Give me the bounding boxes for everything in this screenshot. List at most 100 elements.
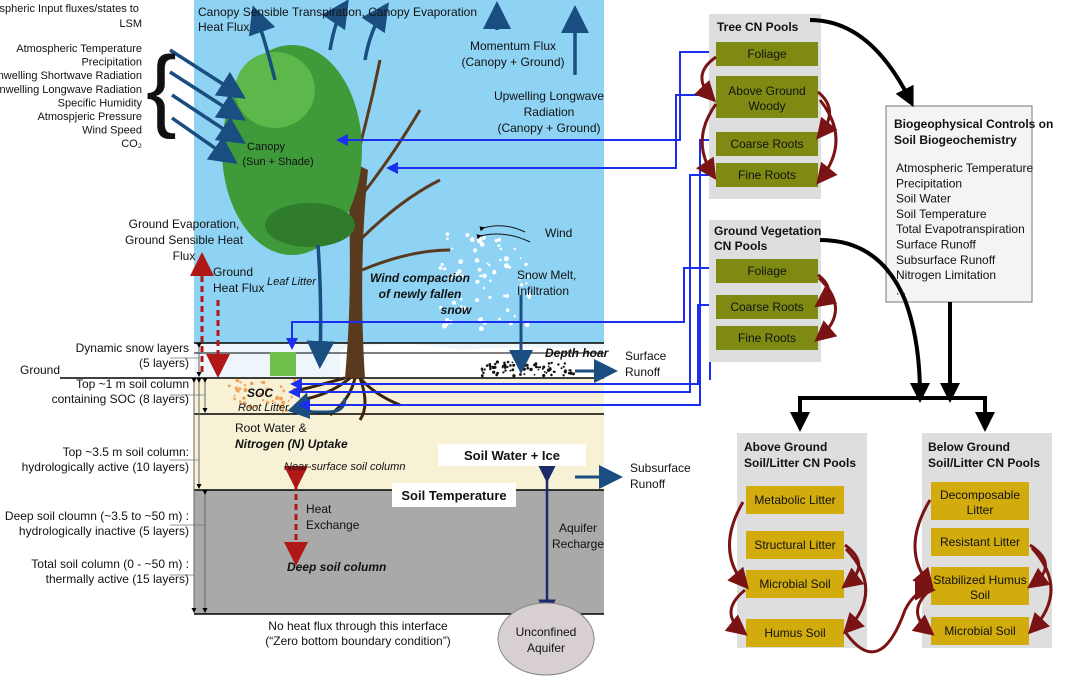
tree-pool-box bbox=[716, 42, 818, 66]
layer-label-1-a: Top ~1 m soil column bbox=[76, 377, 189, 391]
bottom-note-2: (“Zero bottom boundary condition”) bbox=[265, 634, 450, 648]
layer-label-4-b: thermally active (15 layers) bbox=[46, 572, 189, 586]
input-title-1: Atmospheric Input fluxes/states to bbox=[0, 3, 139, 15]
soil-pool-cycle-arrows bbox=[724, 499, 1053, 654]
unconfined-aquifer-1: Unconfined bbox=[516, 625, 577, 639]
soil-temperature-box bbox=[392, 483, 516, 507]
control-item: Soil Water bbox=[896, 192, 951, 206]
ground-pool-label: Coarse Roots bbox=[730, 300, 803, 314]
deep-soil-layer bbox=[194, 490, 604, 614]
above-pool-box bbox=[746, 619, 844, 647]
ground-evap-3: Flux bbox=[173, 249, 196, 263]
surface-runoff-2: Runoff bbox=[625, 365, 661, 379]
below-pool-label: Stabilized Humus bbox=[933, 573, 1026, 587]
ground-label: Ground bbox=[20, 363, 60, 377]
layer-label-1-b: containing SOC (8 layers) bbox=[52, 392, 189, 406]
below-pool-label: Microbial Soil bbox=[944, 624, 1015, 638]
leader-lines bbox=[170, 357, 205, 576]
below-pool-box bbox=[931, 528, 1029, 556]
below-pool-label: Soil bbox=[970, 588, 990, 602]
tree-pool-box bbox=[716, 163, 818, 187]
svg-text:Ground Evaporation,Ground Sens: Ground Evaporation, Ground Sensible HeatF… bbox=[125, 217, 244, 263]
soc-label: SOC bbox=[247, 386, 273, 400]
longwave-2: Radiation bbox=[524, 105, 575, 119]
input-item: Downwelling Shortwave Radiation bbox=[0, 70, 142, 82]
control-item: Soil Temperature bbox=[896, 207, 987, 221]
ground-pool-cycle-arrows bbox=[814, 273, 838, 342]
leaf-litter-arrow bbox=[306, 244, 335, 369]
above-pool-label: Metabolic Litter bbox=[754, 493, 835, 507]
above-pool-label: Humus Soil bbox=[764, 626, 825, 640]
unconfined-aquifer bbox=[497, 602, 595, 676]
pool-connectors bbox=[286, 51, 714, 411]
momentum-1: Momentum Flux bbox=[470, 39, 556, 53]
input-item: Atmospheric Temperature bbox=[16, 43, 142, 55]
above-pool-label: Structural Litter bbox=[754, 538, 835, 552]
layer-label-0-a: Dynamic snow layers bbox=[76, 341, 189, 355]
tree-pool-label: Fine Roots bbox=[738, 168, 796, 182]
bottom-note-1: No heat flux through this interface bbox=[268, 619, 448, 633]
canopy-shade bbox=[265, 203, 355, 247]
near-surface-label: Near-surface soil column bbox=[284, 461, 405, 473]
below-pool-box bbox=[931, 567, 1029, 605]
svg-text:Root Water &Nitrogen (N) Uptak: Root Water & Nitrogen (N) Uptake bbox=[235, 421, 348, 451]
soil-water-ice-label: Soil Water + Ice bbox=[464, 448, 560, 463]
below-pool-box bbox=[931, 482, 1029, 520]
layer-label-0-b: (5 layers) bbox=[139, 356, 189, 370]
below-pool-box bbox=[931, 617, 1029, 645]
svg-text:Snow Melt,Infiltration: Snow Melt,Infiltration bbox=[517, 268, 576, 298]
heat-exchange-2: Exchange bbox=[306, 518, 360, 532]
atmospheric-input-arrows bbox=[169, 48, 246, 165]
soc-dots bbox=[227, 378, 299, 413]
root-litter-label: Root Litter bbox=[238, 402, 290, 414]
above-pool-box bbox=[746, 531, 844, 559]
ground-evap-1: Ground Evaporation, bbox=[129, 217, 240, 231]
distribution-bracket bbox=[790, 396, 995, 432]
wind-compaction-1: Wind compaction bbox=[370, 271, 470, 285]
snow-melt-1: Snow Melt, bbox=[517, 268, 576, 282]
ground-pool-box bbox=[716, 295, 818, 319]
longwave-1: Upwelling Longwave bbox=[494, 89, 604, 103]
svg-text:Canopy(Sun + Shade): Canopy(Sun + Shade) bbox=[242, 141, 313, 168]
ground-heat-1: Ground bbox=[213, 265, 253, 279]
canopy-sensible-2: Heat Flux bbox=[198, 20, 249, 34]
ground-evap-2: Ground Sensible Heat bbox=[125, 233, 244, 247]
controls-title-1: Biogeophysical Controls on bbox=[894, 117, 1053, 131]
control-item: Nitrogen Limitation bbox=[896, 268, 996, 282]
canopy-highlight bbox=[235, 52, 315, 128]
root-water-2: Nitrogen (N) Uptake bbox=[235, 437, 348, 451]
below-pool-label: Resistant Litter bbox=[940, 535, 1020, 549]
above-pool-label: Microbial Soil bbox=[759, 577, 830, 591]
aquifer-recharge-1: Aquifer bbox=[559, 521, 597, 535]
wind-lines bbox=[476, 225, 531, 243]
layer-label-4-a: Total soil column (0 - ~50 m) : bbox=[31, 557, 189, 571]
above-pool-box bbox=[746, 486, 844, 514]
above-title-2: Soil/Litter CN Pools bbox=[744, 456, 856, 470]
control-item: Precipitation bbox=[896, 176, 962, 190]
below-title-2: Soil/Litter CN Pools bbox=[928, 456, 1040, 470]
root-water-1: Root Water & bbox=[235, 421, 307, 435]
deep-soil-label: Deep soil column bbox=[287, 560, 386, 574]
svg-text:Atmospheric Input fluxes/state: Atmospheric Input fluxes/states to LSM bbox=[0, 3, 142, 30]
input-item: Downwelling Longwave Radiation bbox=[0, 84, 142, 96]
tree-trunk bbox=[345, 160, 368, 378]
below-title-1: Below Ground bbox=[928, 440, 1010, 454]
controls-title-2: Soil Biogeochemistry bbox=[894, 133, 1017, 147]
tree-pool-label: Foliage bbox=[747, 47, 787, 61]
input-brace: { bbox=[146, 38, 177, 140]
tree-pool-label: Coarse Roots bbox=[730, 137, 803, 151]
canopy-1: Canopy bbox=[247, 141, 285, 153]
above-pool-box bbox=[746, 570, 844, 598]
control-arrows bbox=[809, 18, 960, 403]
heat-flux-arrows bbox=[190, 252, 308, 566]
leaf-litter-label: Leaf Litter bbox=[267, 276, 317, 288]
